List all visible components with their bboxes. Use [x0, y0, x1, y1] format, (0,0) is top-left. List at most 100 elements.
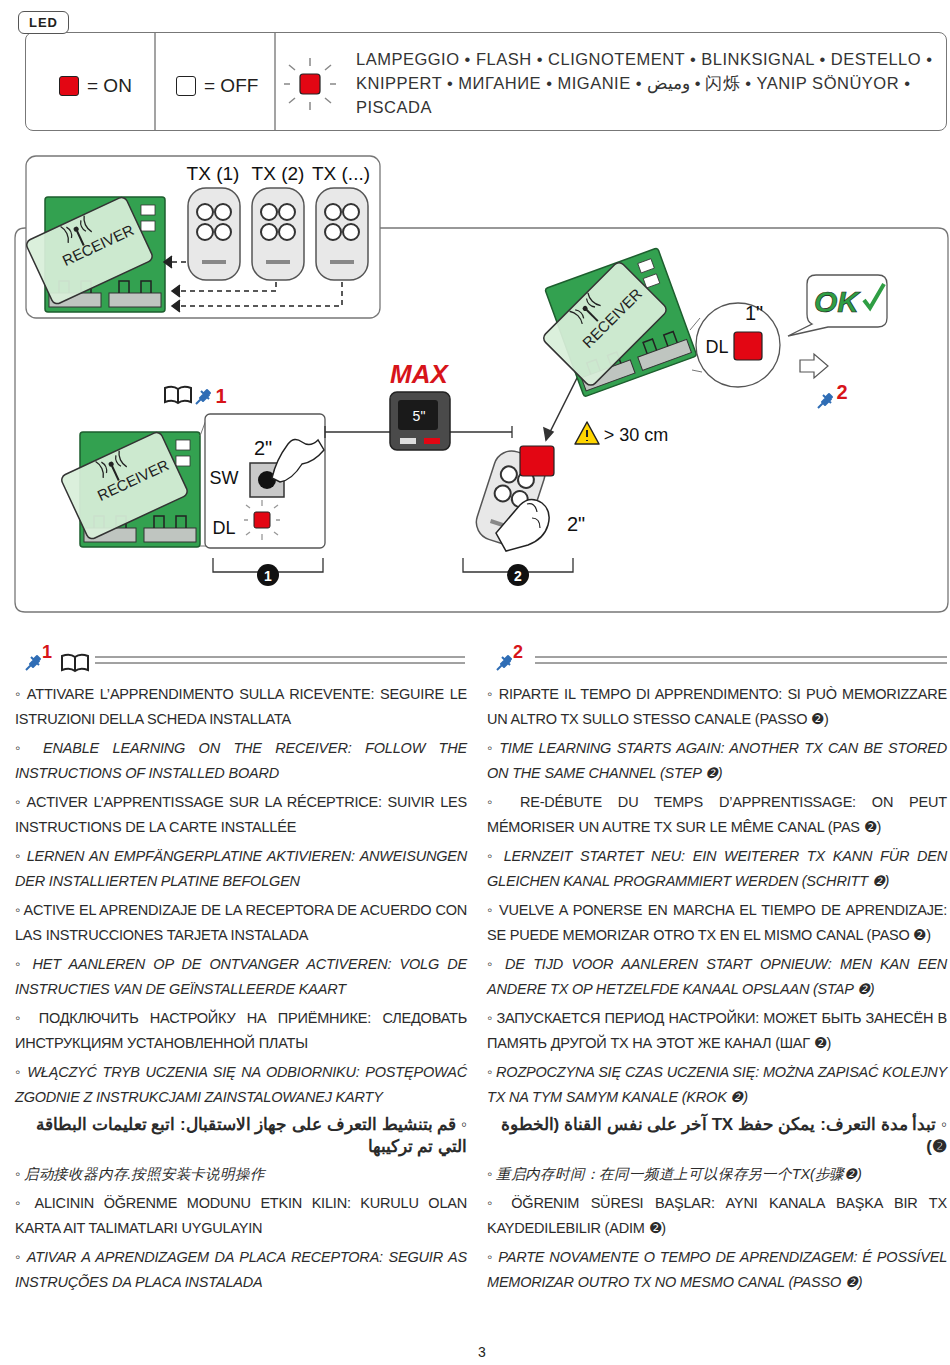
- duration-label: 1": [745, 303, 763, 323]
- step-number: 2: [514, 569, 522, 583]
- sw-zoom-box: [272, 439, 324, 482]
- callout-number: 1: [42, 643, 52, 661]
- dashed-arrow: [164, 256, 342, 312]
- sw-zoom-box: [244, 500, 280, 540]
- instruction-text: ◦ ATIVAR A APRENDIZAGEM DA PLACA RECEPTO…: [15, 1245, 467, 1295]
- warning-sign: [575, 422, 599, 444]
- instruction-text: ◦ HET AANLEREN OP DE ONTVANGER ACTIVEREN…: [15, 952, 467, 1002]
- receiver-board: [525, 246, 697, 403]
- legend-text: LAMPEGGIO • FLASH • CLIGNOTEMENT • BLINK…: [356, 47, 938, 119]
- sw-zoom-box: [254, 512, 270, 528]
- callout-icon: [165, 387, 210, 404]
- instruction-text: ◦ 重启内存时间：在同一频道上可以保存另一个TX(步骤❷): [487, 1162, 947, 1187]
- ok-text: OK: [814, 285, 859, 319]
- panel-outline: [15, 156, 948, 612]
- instruction-text: ◦ RE-DÉBUTE DU TEMPS D’APPRENTISSAGE: ON…: [487, 790, 947, 840]
- instruction-text: ◦ VUELVE A PONERSE EN MARCHA EL TIEMPO D…: [487, 898, 947, 948]
- instruction-text: ◦ ACTIVER L’APPRENTISSAGE SUR LA RÉCEPTR…: [15, 790, 467, 840]
- column-header: [26, 655, 947, 671]
- speech-bubble: OK: [806, 274, 888, 330]
- warning-sign: [586, 430, 588, 441]
- remote-in-hand: [527, 504, 540, 528]
- timer: [390, 392, 450, 450]
- instruction-text: ◦ ALICININ ÖĞRENME MODUNU ETKIN KILIN: K…: [15, 1191, 467, 1241]
- instruction-text: ◦ TIME LEARNING STARTS AGAIN: ANOTHER TX…: [487, 736, 947, 786]
- callout-number: 1: [215, 386, 226, 406]
- timer: [400, 438, 416, 444]
- bubble-outline: [788, 275, 887, 336]
- remote-in-hand: [496, 499, 549, 551]
- timer-label: MAX: [390, 361, 448, 387]
- column-header: [497, 656, 511, 670]
- dashed-arrow: [180, 282, 342, 306]
- dl-zoom-circle: [696, 303, 780, 387]
- remote-in-hand: [472, 446, 554, 551]
- distance-arrow: [544, 428, 553, 440]
- led-label: DL: [705, 338, 728, 356]
- column-header: [535, 657, 947, 663]
- text-column: ◦ RIPARTE IL TEMPO DI APPRENDIMENTO: SI …: [487, 682, 947, 1299]
- step-number: 1: [264, 569, 272, 583]
- remote-label: TX (2): [252, 164, 305, 183]
- remote-in-hand: [520, 446, 554, 476]
- instruction-text: ◦ WŁĄCZYĆ TRYB UCZENIA SIĘ NA ODBIORNIKU…: [15, 1060, 467, 1110]
- column-header: [26, 656, 40, 670]
- column-header: [95, 657, 465, 663]
- next-arrow: [800, 354, 832, 408]
- step-circle: [507, 564, 529, 586]
- dashed-arrow: [180, 282, 276, 291]
- callout-number: 2: [513, 643, 523, 661]
- remote-label: TX (1): [187, 164, 240, 183]
- legend-swatch: [59, 76, 79, 96]
- column-header: [62, 655, 88, 671]
- duration-label: 2": [254, 438, 272, 458]
- dashed-arrow: [172, 285, 180, 297]
- remote-label: TX (...): [312, 164, 370, 183]
- remote-control: [316, 188, 368, 280]
- led-label: DL: [212, 519, 235, 537]
- dashed-arrow: [172, 300, 180, 312]
- legend-frame: [274, 32, 275, 131]
- receiver-board: [60, 431, 200, 547]
- instruction-text: ◦ ПОДКЛЮЧИТЬ НАСТРОЙКУ НА ПРИЁМНИКЕ: СЛЕ…: [15, 1006, 467, 1056]
- instruction-text: ◦ ATTIVARE L’APPRENDIMENTO SULLA RICEVEN…: [15, 682, 467, 732]
- remote-control: [252, 188, 304, 280]
- legend-text: = OFF: [204, 75, 258, 97]
- dl-zoom-circle: [696, 303, 780, 387]
- distance-label: > 30 cm: [602, 425, 671, 445]
- instruction-text: ◦ ENABLE LEARNING ON THE RECEIVER: FOLLO…: [15, 736, 467, 786]
- duration-label: 2": [567, 514, 585, 534]
- instruction-text: ◦ ÖĞRENIM SÜRESI BAŞLAR: AYNI KANALA BAŞ…: [487, 1191, 947, 1241]
- legend-box: LED= ON= OFFLAMPEGGIO • FLASH • CLIGNOTE…: [25, 32, 947, 131]
- legend-tab: LED: [18, 11, 69, 34]
- instruction-text: ◦ RIPARTE IL TEMPO DI APPRENDIMENTO: SI …: [487, 682, 947, 732]
- instruction-text: ◦ PARTE NOVAMENTE O TEMPO DE APRENDIZAGE…: [487, 1245, 947, 1295]
- callout-icon: [196, 390, 210, 404]
- instruction-text: ◦ ACTIVE EL APRENDIZAJE DE LA RECEPTORA …: [15, 898, 467, 948]
- check-mark: [864, 284, 884, 308]
- callout-number: 2: [836, 382, 847, 402]
- legend-swatch: [176, 76, 196, 96]
- receiver-board: [525, 246, 697, 403]
- sw-zoom-box: [205, 414, 325, 548]
- step-circle: [257, 564, 279, 586]
- legend-frame: [155, 32, 336, 131]
- legend-frame: [300, 74, 320, 94]
- timer: [325, 392, 512, 450]
- next-arrow: [818, 394, 832, 408]
- receiver-board: [25, 196, 165, 312]
- legend-frame: [284, 58, 336, 110]
- sw-zoom-box: [205, 414, 325, 548]
- legend-frame: [154, 32, 155, 131]
- receiver-board: [25, 196, 165, 312]
- instruction-text: ◦ 启动接收器内存.按照安装卡说明操作: [15, 1162, 467, 1187]
- legend-text: = ON: [87, 75, 132, 97]
- instruction-text: ◦ ROZPOCZYNA SIĘ CZAS UCZENIA SIĘ: MOŻNA…: [487, 1060, 947, 1110]
- instruction-text: ◦ ЗАПУСКАЕТСЯ ПЕРИОД НАСТРОЙКИ: МОЖЕТ БЫ…: [487, 1006, 947, 1056]
- remote-control: [188, 188, 240, 280]
- receiver-board: [525, 246, 697, 403]
- text-column: ◦ ATTIVARE L’APPRENDIMENTO SULLA RICEVEN…: [15, 682, 467, 1299]
- instruction-text: ◦ DE TIJD VOOR AANLEREN START OPNIEUW: M…: [487, 952, 947, 1002]
- instruction-text: ◦ LERNZEIT STARTET NEU: EIN WEITERER TX …: [487, 844, 947, 894]
